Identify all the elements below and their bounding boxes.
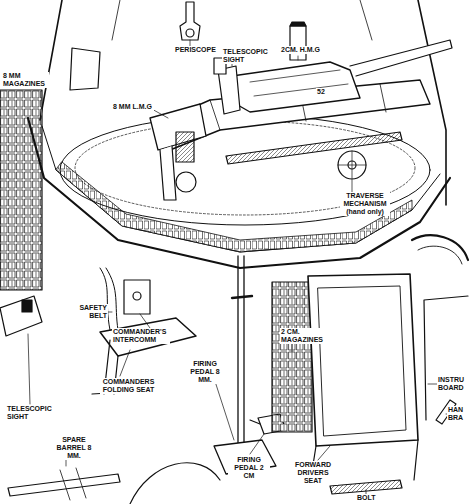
callout-label: SPARE BARREL 8 MM. [50, 436, 98, 460]
callout-label: HAN BRA [447, 406, 467, 422]
callout-label: SAFETY BELT [76, 304, 108, 320]
callout-label: FORWARD DRIVERS SEAT [288, 461, 338, 485]
callout-label: TELESCOPIC SIGHT [6, 405, 56, 421]
callout-label: COMMANDERS FOLDING SEAT [100, 378, 157, 394]
callout-label: 8 MM L.M.G [112, 103, 154, 111]
callout-label: FIRING PEDAL 2 CM [228, 456, 270, 480]
callout-label: 2 CM. MAGAZINES [280, 328, 327, 344]
callout-label: COMMANDER'S INTERCOMM [112, 328, 170, 344]
callout-label: PERISCOPE [174, 46, 216, 54]
callout-label: 8 MM MAGAZINES [2, 72, 49, 88]
callout-label: 52 [316, 88, 330, 96]
callout-label: 2CM. H.M.G [280, 46, 332, 54]
callout-label: BOLT [356, 494, 382, 502]
callout-label: TELESCOPIC SIGHT [222, 48, 270, 64]
callout-label: INSTRU BOARD [437, 376, 467, 392]
callout-label: TRAVERSE MECHANISM (hand only) [340, 192, 390, 216]
callout-label: FIRING PEDAL 8 MM. [186, 360, 224, 384]
